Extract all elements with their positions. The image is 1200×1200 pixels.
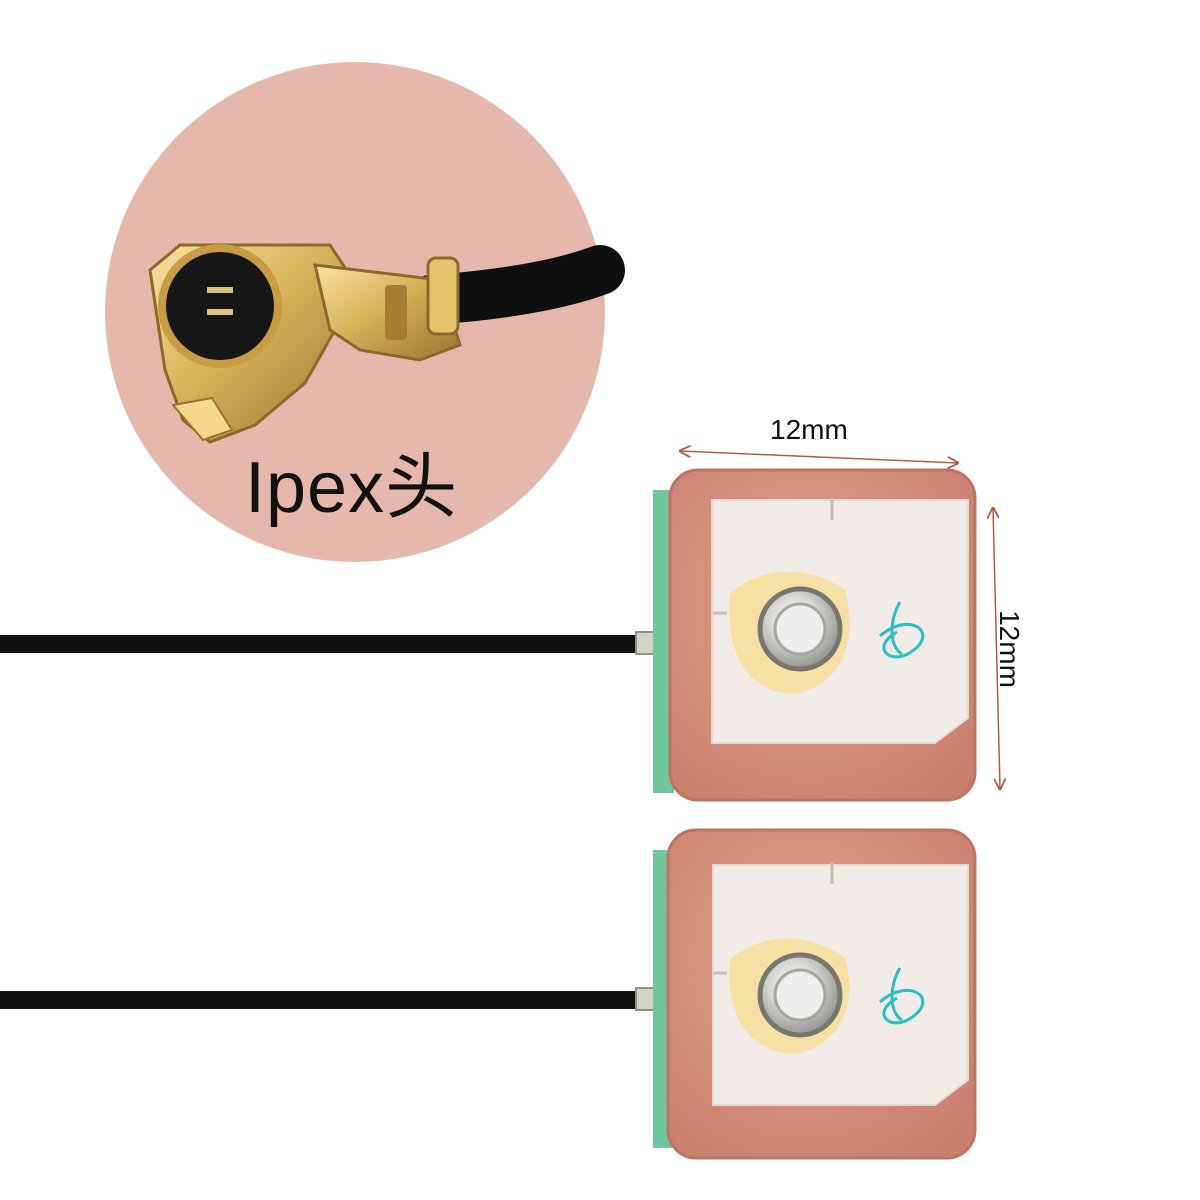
top-antenna-logo-icon <box>879 601 925 659</box>
bottom-antenna-logo-icon <box>879 967 925 1025</box>
ipex-connector-icon <box>148 243 462 444</box>
height-dimension-arrow <box>993 508 1000 789</box>
height-dimension-label: 12mm <box>993 610 1025 688</box>
width-dimension-arrow <box>680 451 958 463</box>
bottom-antenna <box>0 828 977 1160</box>
width-dimension-label: 12mm <box>770 414 848 445</box>
connector-label: Ipex头 <box>245 448 459 528</box>
top-antenna <box>0 468 977 802</box>
